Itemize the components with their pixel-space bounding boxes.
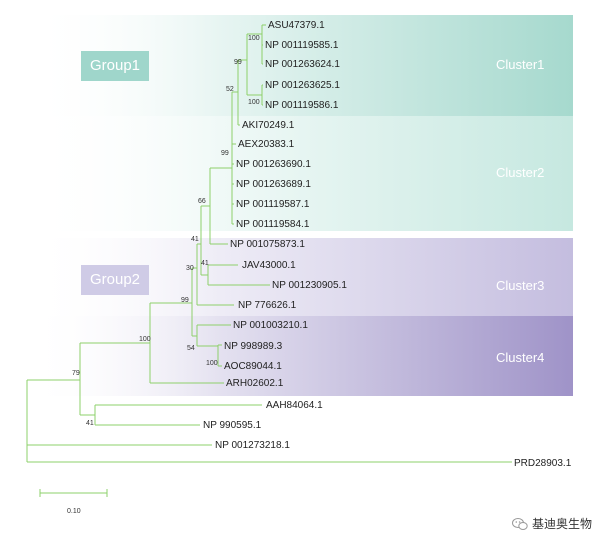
cluster2-band: [30, 116, 573, 231]
leaf-label: NP 001263689.1: [236, 179, 311, 190]
watermark: 基迪奥生物: [511, 515, 592, 532]
bootstrap-label: 79: [72, 370, 80, 377]
wechat-icon: [511, 517, 528, 530]
scale-bar-label: 0.10: [67, 508, 81, 515]
group2-tag: Group2: [81, 265, 149, 295]
bootstrap-label: 66: [198, 198, 206, 205]
leaf-label: NP 001075873.1: [230, 239, 305, 250]
leaf-label: NP 776626.1: [238, 300, 297, 311]
leaf-label: NP 001003210.1: [233, 320, 308, 331]
bootstrap-label: 30: [186, 265, 194, 272]
bootstrap-label: 100: [139, 336, 151, 343]
leaf-label: NP 990595.1: [203, 420, 262, 431]
bootstrap-label: 100: [206, 360, 218, 367]
leaf-label: NP 001263624.1: [265, 59, 340, 70]
bootstrap-label: 99: [221, 150, 229, 157]
leaf-label: ASU47379.1: [268, 20, 325, 31]
leaf-label: JAV43000.1: [242, 260, 296, 271]
cluster4-band: [30, 316, 573, 396]
bootstrap-label: 100: [248, 99, 260, 106]
bootstrap-label: 99: [234, 59, 242, 66]
leaf-label: AKI70249.1: [242, 120, 295, 131]
bootstrap-label: 41: [201, 260, 209, 267]
bootstrap-label: 54: [187, 345, 195, 352]
bootstrap-label: 99: [181, 297, 189, 304]
leaf-label: AOC89044.1: [224, 361, 282, 372]
cluster1-label: Cluster1: [496, 57, 544, 72]
tree-branches: [26, 24, 512, 463]
leaf-label: NP 998989.3: [224, 341, 283, 352]
leaf-label: PRD28903.1: [514, 458, 572, 469]
bootstrap-label: 41: [86, 420, 94, 427]
leaf-label: NP 001119585.1: [265, 40, 339, 51]
leaf-label: NP 001230905.1: [272, 280, 347, 291]
leaf-label: NP 001119584.1: [236, 219, 310, 230]
bootstrap-values: 100 99 52 100 99 66 41 41 30 99 54 100 1…: [72, 35, 260, 427]
bootstrap-label: 41: [191, 236, 199, 243]
bootstrap-label: 100: [248, 35, 260, 42]
leaf-label: NP 001263690.1: [236, 159, 311, 170]
cluster4-label: Cluster4: [496, 350, 544, 365]
bootstrap-label: 52: [226, 86, 234, 93]
scale-bar: [39, 489, 108, 497]
leaf-label: NP 001119586.1: [265, 100, 339, 111]
leaf-label: NP 001119587.1: [236, 199, 310, 210]
leaf-label: AAH84064.1: [266, 400, 323, 411]
cluster2-label: Cluster2: [496, 165, 544, 180]
leaf-label: NP 001263625.1: [265, 80, 340, 91]
leaf-label: NP 001273218.1: [215, 440, 290, 451]
leaf-labels: ASU47379.1 NP 001119585.1 NP 001263624.1…: [203, 20, 572, 469]
leaf-label: AEX20383.1: [238, 139, 295, 150]
cluster3-label: Cluster3: [496, 278, 544, 293]
watermark-text: 基迪奥生物: [531, 517, 592, 531]
leaf-label: ARH02602.1: [226, 378, 284, 389]
group1-tag: Group1: [81, 51, 149, 81]
